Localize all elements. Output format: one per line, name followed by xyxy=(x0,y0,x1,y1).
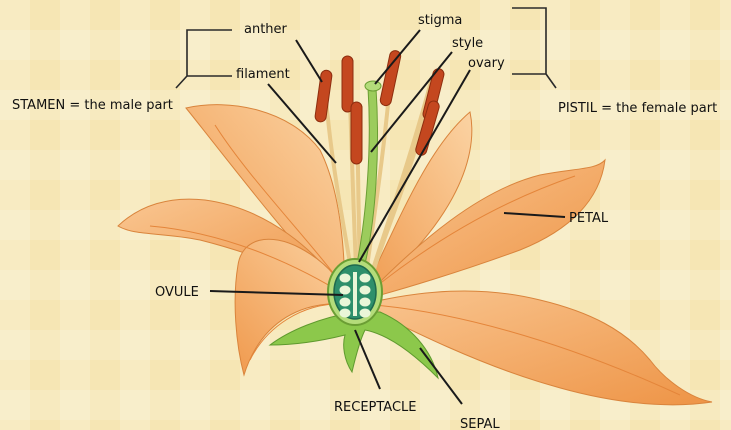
label-anther: anther xyxy=(244,22,288,37)
label-petal: PETAL xyxy=(569,211,609,226)
label-stigma: stigma xyxy=(418,13,462,28)
label-ovule: OVULE xyxy=(155,285,199,300)
receptacle-leader xyxy=(355,330,380,389)
sepal-leader xyxy=(420,348,462,404)
anther-3 xyxy=(351,102,362,164)
anther-4 xyxy=(379,50,401,107)
label-sepal: SEPAL xyxy=(460,417,500,430)
stigma-leader xyxy=(375,30,420,84)
stigma-shape xyxy=(365,81,381,91)
anther-2 xyxy=(342,56,353,112)
anther-1 xyxy=(314,70,332,123)
label-filament: filament xyxy=(236,67,290,82)
stamen-bracket xyxy=(176,30,232,88)
label-receptacle: RECEPTACLE xyxy=(334,400,417,415)
label-pistil: PISTIL = the female part xyxy=(558,101,717,116)
label-ovary: ovary xyxy=(468,56,505,71)
anther-leader xyxy=(296,40,322,82)
pistil-bracket xyxy=(512,8,556,88)
label-stamen: STAMEN = the male part xyxy=(12,98,173,113)
label-style: style xyxy=(452,36,483,51)
